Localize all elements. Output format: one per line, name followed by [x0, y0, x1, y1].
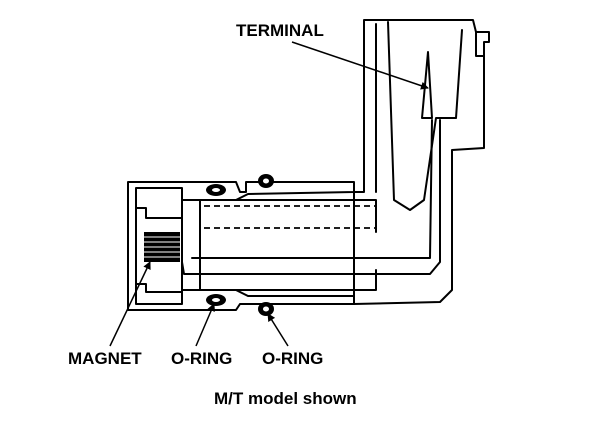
o-ring-right-lower: [258, 302, 274, 316]
terminal-blade: [421, 51, 433, 119]
o-ring-right-upper: [258, 174, 274, 188]
o-ring-left-label: O-RING: [171, 349, 233, 368]
diagram-caption: M/T model shown: [214, 389, 357, 408]
sensor-end-cap: [135, 187, 183, 305]
terminal-lead-inner: [191, 119, 433, 259]
o-ring-left-upper: [206, 184, 226, 196]
terminal-leader-line: [291, 41, 429, 90]
terminal-socket-cavity: [387, 21, 463, 211]
sensor-cap-detail: [135, 207, 183, 293]
sensor-inner-tube: [181, 199, 377, 291]
terminal-label: TERMINAL: [236, 21, 324, 40]
o-ring-left-lower: [206, 294, 226, 306]
magnet-block: [144, 232, 180, 262]
magnet-label: MAGNET: [68, 349, 142, 368]
connector-housing-step: [475, 31, 485, 57]
o-ring-right-leader-line: [267, 313, 289, 347]
terminal-lead-outer: [181, 119, 441, 275]
o-ring-right-label: O-RING: [262, 349, 324, 368]
magnet-leader-line: [109, 261, 151, 347]
o-ring-left-leader-line: [195, 303, 215, 347]
connector-housing-outline: [353, 19, 490, 305]
